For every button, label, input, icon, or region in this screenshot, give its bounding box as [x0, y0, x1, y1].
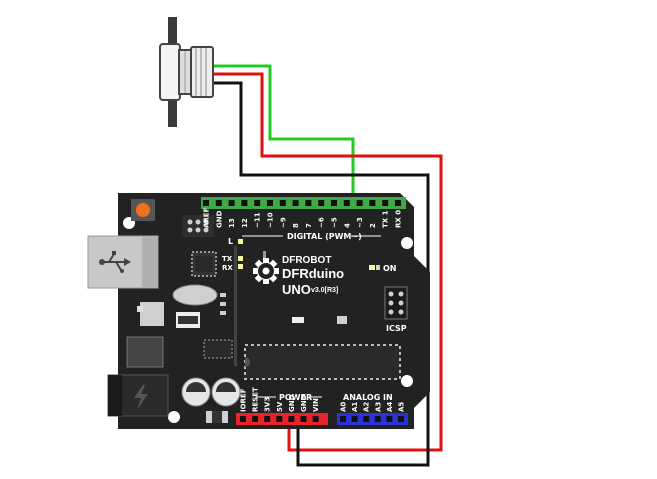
usb-chip: [191, 251, 217, 277]
pin-label-power: 5V: [276, 401, 284, 412]
led-on-indicator: [369, 265, 375, 270]
brand-line2: DFRduino: [282, 266, 344, 281]
pin-socket-digital[interactable]: [292, 200, 299, 206]
icsp-header: [384, 286, 408, 320]
pin-socket-digital[interactable]: [331, 200, 337, 206]
pin-label-power: RESET: [252, 387, 260, 412]
pin-socket-digital[interactable]: [356, 200, 363, 206]
arduino-board: ICSP L TX RX ON DFROBOT DFRduino UNO v3.…: [87, 193, 430, 429]
pin-label-digital: RX 0: [395, 210, 403, 228]
analog-header-label: ANALOG IN: [343, 393, 393, 402]
pin-label-digital: 4: [343, 223, 351, 228]
pin-label-digital: ~3: [356, 217, 364, 228]
reset-button-icon[interactable]: [131, 199, 155, 221]
model-label: UNO: [282, 282, 311, 297]
pin-label-power: VIN: [312, 398, 320, 412]
mounting-hole: [401, 237, 413, 249]
pin-label-power: GND: [300, 394, 308, 412]
pin-label-analog: A4: [386, 402, 394, 412]
pin-socket-power[interactable]: [300, 416, 307, 422]
pin-label-digital: 12: [241, 218, 249, 228]
sensor-thread: [190, 46, 214, 98]
led-l-label: L: [228, 237, 233, 246]
pin-socket-digital[interactable]: [395, 200, 401, 206]
power-jack[interactable]: [107, 374, 169, 417]
regulator-chip: [203, 339, 233, 359]
vcc-wire: [212, 72, 443, 452]
digital-header: [201, 197, 406, 209]
pin-socket-digital[interactable]: [382, 200, 389, 206]
pin-socket-digital[interactable]: [343, 200, 350, 206]
pin-label-analog: A3: [374, 402, 382, 412]
sensor-module: [159, 17, 214, 127]
led-tx-indicator: [238, 256, 243, 261]
icsp-label: ICSP: [386, 324, 407, 333]
pin-socket-digital[interactable]: [305, 200, 312, 206]
pin-label-analog: A1: [351, 402, 359, 412]
pin-socket-digital[interactable]: [228, 200, 235, 206]
led-l-indicator: [238, 239, 243, 244]
pin-socket-power[interactable]: [252, 416, 259, 422]
pin-label-digital: AREF: [203, 207, 211, 228]
pin-socket-power[interactable]: [288, 416, 295, 422]
led-rx-label: RX: [222, 264, 233, 272]
pin-socket-analog[interactable]: [386, 416, 393, 422]
digital-header-label: DIGITAL (PWM~): [287, 232, 362, 241]
pin-socket-digital[interactable]: [215, 200, 222, 206]
pin-label-digital: ~11: [254, 212, 262, 228]
pin-label-analog: A5: [398, 402, 406, 412]
pin-label-digital: ~6: [318, 217, 326, 228]
pin-socket-digital[interactable]: [369, 200, 376, 206]
pin-label-digital: 7: [305, 223, 313, 228]
version-label: v3.0[R3]: [311, 287, 338, 294]
pin-label-power: GND: [288, 394, 296, 412]
pin-socket-digital[interactable]: [267, 200, 273, 206]
pin-label-digital: GND: [215, 210, 223, 228]
pin-socket-digital[interactable]: [254, 200, 261, 206]
pin-label-digital: 2: [369, 223, 377, 228]
pin-label-digital: 13: [228, 218, 236, 228]
lightning-icon: [134, 385, 148, 410]
mcu-chip: [244, 344, 401, 380]
pin-label-digital: ~5: [331, 217, 339, 228]
pin-socket-digital[interactable]: [241, 200, 248, 206]
pin-label-digital: ~9: [279, 217, 287, 228]
led-rx-indicator: [238, 264, 243, 269]
signal-wire: [212, 64, 355, 202]
pin-socket-power[interactable]: [276, 416, 283, 422]
pin-socket-power[interactable]: [312, 416, 319, 422]
power-header-label: POWER: [279, 393, 312, 402]
mounting-hole: [168, 411, 180, 423]
pin-socket-power[interactable]: [264, 416, 271, 422]
brand-line1: DFROBOT: [282, 255, 331, 266]
pin-label-analog: A0: [340, 402, 348, 412]
pin-socket-digital[interactable]: [318, 200, 325, 206]
crystal: [172, 284, 218, 306]
pin-label-power: IOREF: [240, 388, 248, 412]
sensor-body: [159, 43, 181, 101]
mounting-hole: [401, 375, 413, 387]
led-tx-label: TX: [222, 255, 233, 263]
pin-socket-analog[interactable]: [340, 416, 346, 422]
pin-socket-analog[interactable]: [351, 416, 358, 422]
pin-socket-analog[interactable]: [374, 416, 381, 422]
pin-socket-digital[interactable]: [203, 200, 209, 206]
dfrobot-gear-logo: [253, 258, 279, 284]
pin-socket-digital[interactable]: [279, 200, 286, 206]
pin-socket-power[interactable]: [240, 416, 246, 422]
usb-icon[interactable]: [87, 235, 159, 289]
pin-label-digital: TX 1: [382, 210, 390, 228]
pin-socket-analog[interactable]: [398, 416, 404, 422]
pin-socket-analog[interactable]: [363, 416, 370, 422]
led-on-label: ON: [383, 264, 397, 273]
gnd-wire: [212, 81, 430, 467]
analog-header: [337, 413, 408, 425]
pin-label-digital: ~10: [267, 212, 275, 228]
pin-label-power: 3V3: [264, 397, 272, 412]
pin-label-analog: A2: [363, 402, 371, 412]
pin-label-digital: 8: [292, 223, 300, 228]
